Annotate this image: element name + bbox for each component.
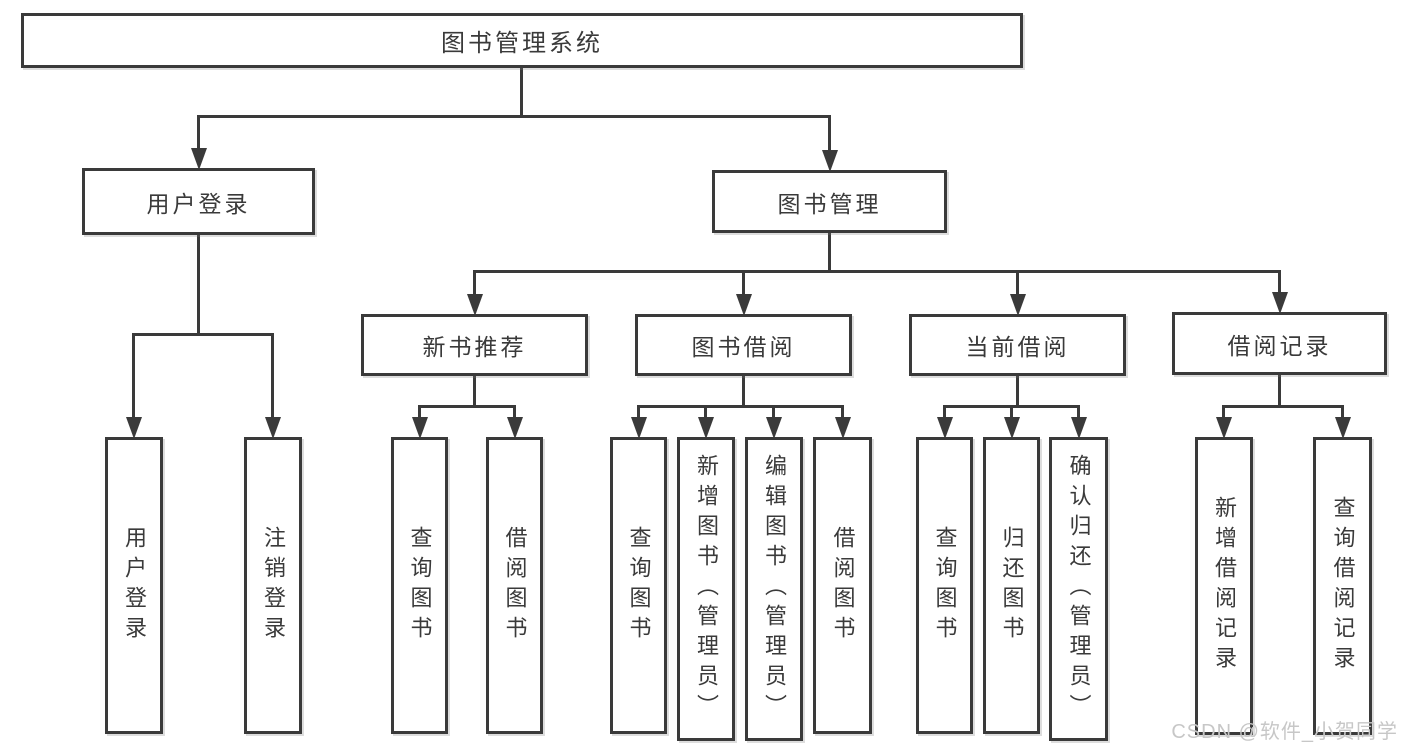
node-leaf-add-book: 新增图书（管理员） <box>677 437 735 741</box>
connector-line <box>196 235 200 335</box>
csdn-watermark: CSDN @软件_小贺同学 <box>1171 721 1398 743</box>
node-label: 图书管理 <box>777 190 882 217</box>
node-borrow-records: 借阅记录 <box>1172 312 1387 375</box>
node-label: 注销登录 <box>261 525 286 646</box>
node-label: 查询借阅记录 <box>1330 496 1356 676</box>
connector-line <box>704 405 707 421</box>
node-label: 用户登录 <box>146 190 251 217</box>
arrowhead-down-icon <box>506 417 523 439</box>
connector-line <box>472 376 476 407</box>
connector-line <box>636 405 844 408</box>
connector-line <box>827 115 831 154</box>
connector-line <box>1222 405 1225 421</box>
connector-line <box>1222 405 1344 408</box>
connector-line <box>1277 375 1281 407</box>
node-label: 新增图书（管理员） <box>694 454 719 724</box>
node-book-borrow: 图书借阅 <box>635 314 852 376</box>
node-label: 借阅图书 <box>830 525 856 646</box>
node-leaf-edit-book: 编辑图书（管理员） <box>745 437 803 741</box>
node-leaf-return-book: 归还图书 <box>983 437 1040 734</box>
connector-line <box>1015 376 1019 407</box>
node-book-management: 图书管理 <box>712 170 947 233</box>
connector-line <box>636 405 640 421</box>
arrowhead-down-icon <box>766 417 782 439</box>
node-new-book-recommend: 新书推荐 <box>361 314 588 376</box>
node-label: 图书借阅 <box>691 334 796 360</box>
node-label: 查询图书 <box>407 525 433 646</box>
node-label: 新增借阅记录 <box>1212 496 1237 676</box>
connector-line <box>417 405 516 408</box>
connector-line <box>132 333 135 421</box>
node-label: 借阅图书 <box>502 525 528 646</box>
connector-line <box>772 405 775 421</box>
node-leaf-query-book-3: 查询图书 <box>916 437 973 734</box>
connector-line <box>1015 270 1019 298</box>
arrowhead-down-icon <box>1070 417 1087 439</box>
node-label: 编辑图书（管理员） <box>762 454 787 724</box>
connector-line <box>741 376 745 407</box>
node-label: 确认归还（管理员） <box>1066 454 1092 724</box>
arrowhead-down-icon <box>735 294 752 316</box>
node-leaf-query-book-2: 查询图书 <box>610 437 667 734</box>
node-leaf-confirm-return: 确认归还（管理员） <box>1049 437 1108 741</box>
arrowhead-down-icon <box>1216 417 1232 439</box>
connector-line <box>942 405 946 421</box>
node-leaf-query-record: 查询借阅记录 <box>1313 437 1372 735</box>
connector-line <box>196 115 831 118</box>
connector-line <box>472 270 1281 273</box>
arrowhead-down-icon <box>936 417 953 439</box>
connector-line <box>512 405 516 421</box>
node-leaf-add-record: 新增借阅记录 <box>1195 437 1253 735</box>
connector-line <box>741 270 745 298</box>
node-label: 图书管理系统 <box>441 30 603 57</box>
node-current-borrow: 当前借阅 <box>909 314 1126 376</box>
node-leaf-logout: 注销登录 <box>244 437 302 734</box>
node-label: 查询图书 <box>626 525 652 646</box>
node-label: 用户登录 <box>122 525 147 646</box>
arrowhead-down-icon <box>190 148 207 170</box>
arrowhead-down-icon <box>411 417 428 439</box>
connector-line <box>1340 405 1344 421</box>
node-user-login: 用户登录 <box>82 168 315 235</box>
connector-line <box>1277 270 1281 296</box>
node-label: 当前借阅 <box>965 334 1070 360</box>
arrowhead-down-icon <box>630 417 647 439</box>
connector-line <box>520 68 523 117</box>
node-leaf-borrow-book-2: 借阅图书 <box>813 437 872 734</box>
arrowhead-down-icon <box>466 294 483 316</box>
node-leaf-borrow-book-1: 借阅图书 <box>486 437 543 734</box>
arrowhead-down-icon <box>1009 294 1026 316</box>
node-leaf-query-book-1: 查询图书 <box>391 437 448 734</box>
node-label: 新书推荐 <box>422 334 527 360</box>
node-leaf-user-login: 用户登录 <box>105 437 163 734</box>
connector-line <box>132 333 274 336</box>
node-label: 查询图书 <box>932 525 958 646</box>
arrowhead-down-icon <box>834 417 851 439</box>
connector-line <box>840 405 844 421</box>
connector-line <box>271 333 274 421</box>
connector-line <box>196 115 200 152</box>
arrowhead-down-icon <box>126 417 142 439</box>
node-label: 归还图书 <box>999 525 1025 646</box>
arrowhead-down-icon <box>698 417 714 439</box>
connector-line <box>1009 405 1013 421</box>
node-label: 借阅记录 <box>1227 332 1332 359</box>
arrowhead-down-icon <box>1334 417 1351 439</box>
connector-line <box>827 233 831 272</box>
arrowhead-down-icon <box>1271 292 1288 314</box>
arrowhead-down-icon <box>265 417 281 439</box>
arrowhead-down-icon <box>1003 417 1020 439</box>
node-system: 图书管理系统 <box>21 13 1023 68</box>
connector-line <box>472 270 476 298</box>
connector-line <box>417 405 421 421</box>
arrowhead-down-icon <box>821 150 838 172</box>
connector-line <box>1076 405 1080 421</box>
